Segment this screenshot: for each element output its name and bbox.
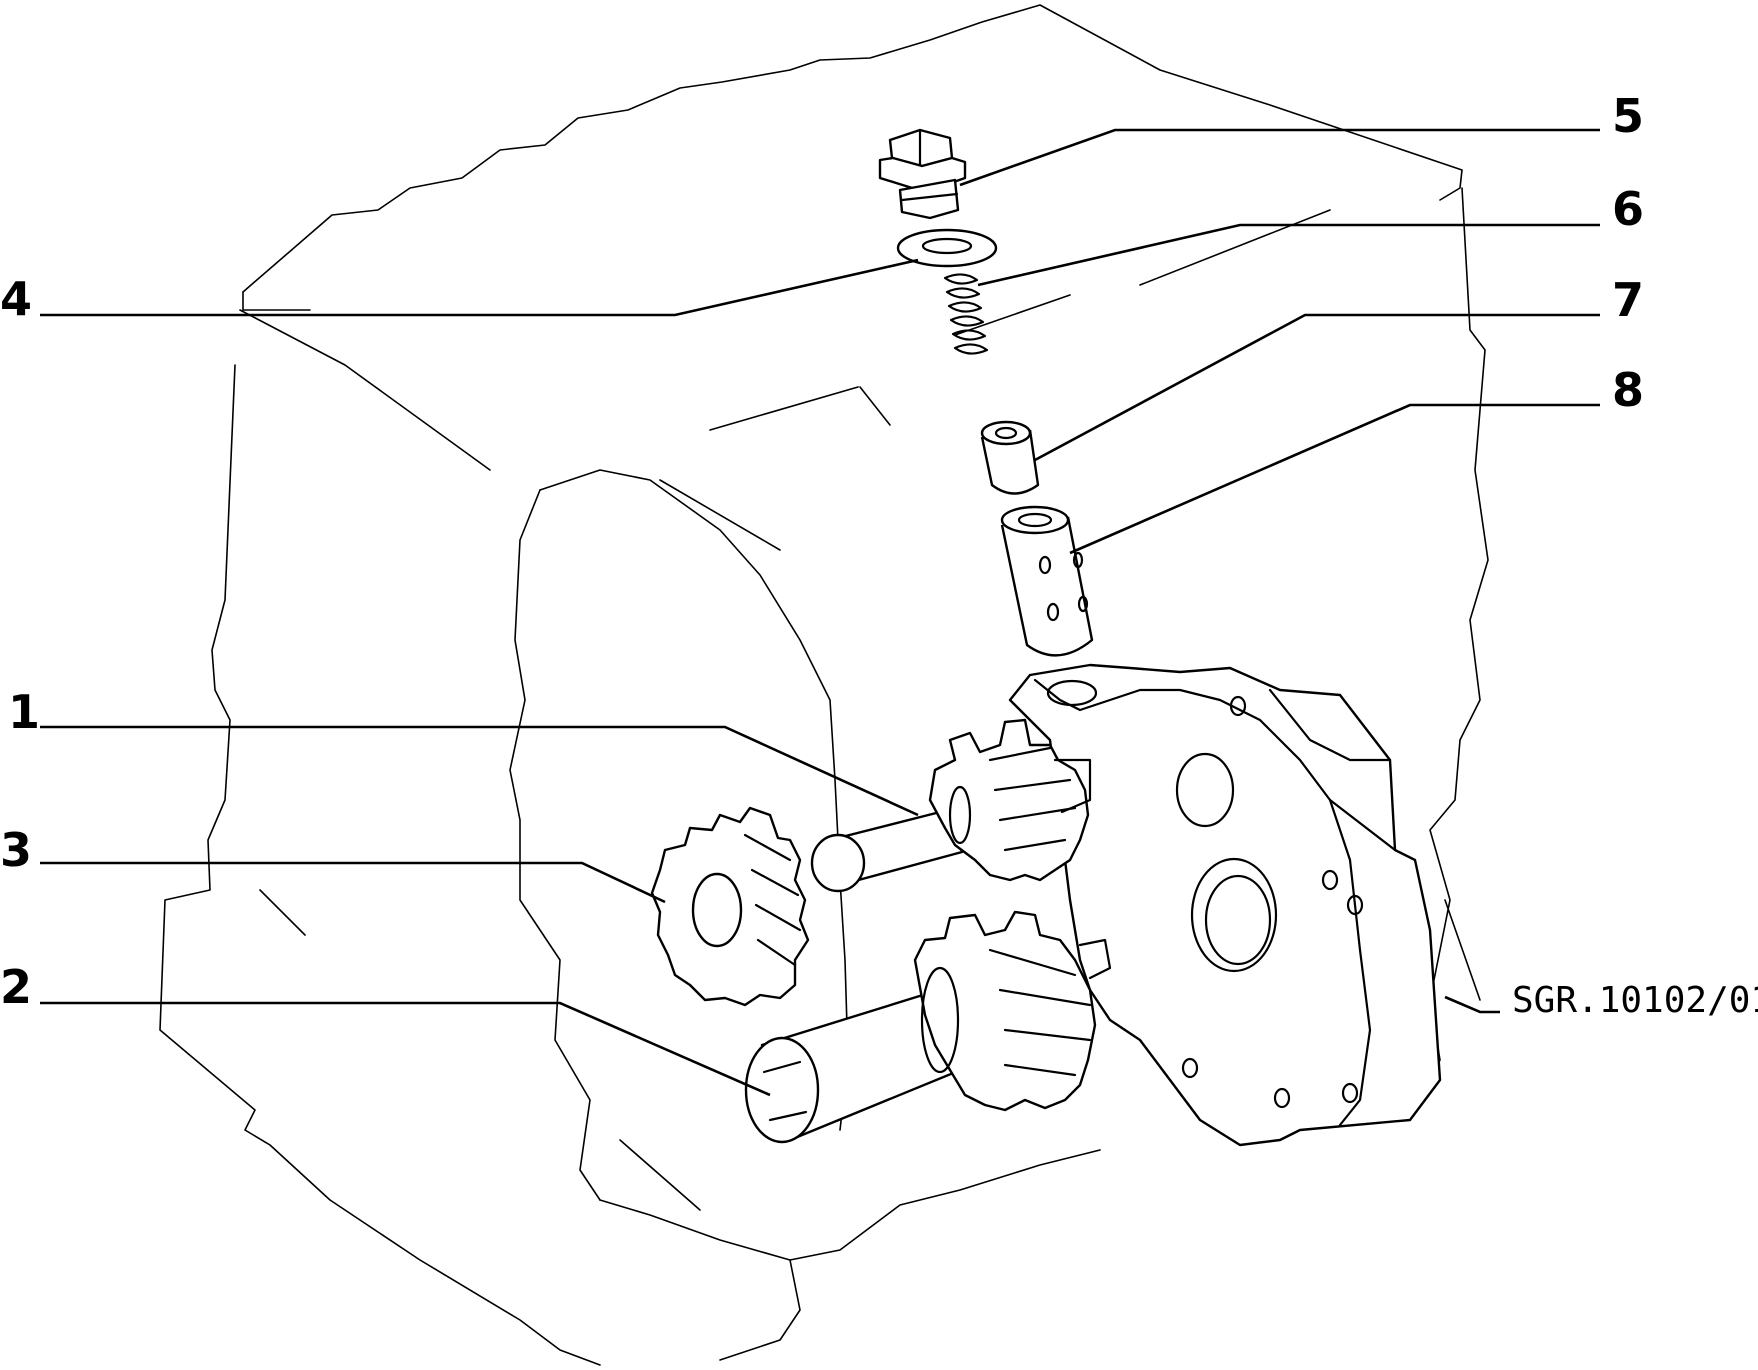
leader-2 — [40, 1001, 771, 1097]
part-7-sleeve — [980, 420, 1040, 495]
part-5-plug — [878, 128, 967, 220]
engine-block-outline — [159, 4, 1489, 1366]
leader-lines — [40, 128, 1600, 1097]
callout-2: 2 — [0, 960, 32, 1014]
callout-1: 1 — [8, 685, 40, 739]
leader-4 — [40, 258, 919, 317]
callout-3: 3 — [0, 823, 32, 877]
callout-6: 6 — [1612, 182, 1644, 236]
leader-6 — [977, 223, 1600, 287]
part-1-drive-shaft-gear — [810, 718, 1092, 893]
reference-code: SGR.10102/01 — [1512, 980, 1758, 1021]
part-4-spring — [943, 273, 989, 355]
leader-ref — [1444, 995, 1500, 1014]
leader-1 — [40, 725, 919, 817]
leader-5 — [959, 128, 1600, 187]
part-2-driven-shaft-gear — [744, 910, 1112, 1144]
callout-5: 5 — [1612, 89, 1644, 143]
part-6-washer — [896, 228, 998, 268]
part-3-idler-gear — [650, 806, 810, 1007]
callout-4: 4 — [0, 272, 32, 326]
part-8-valve-piston — [1000, 505, 1094, 657]
leader-8 — [1069, 403, 1600, 555]
pump-housing — [1008, 663, 1442, 1147]
leader-7 — [1034, 313, 1600, 462]
callout-8: 8 — [1612, 363, 1644, 417]
callout-7: 7 — [1612, 273, 1644, 327]
leader-3 — [40, 861, 666, 904]
